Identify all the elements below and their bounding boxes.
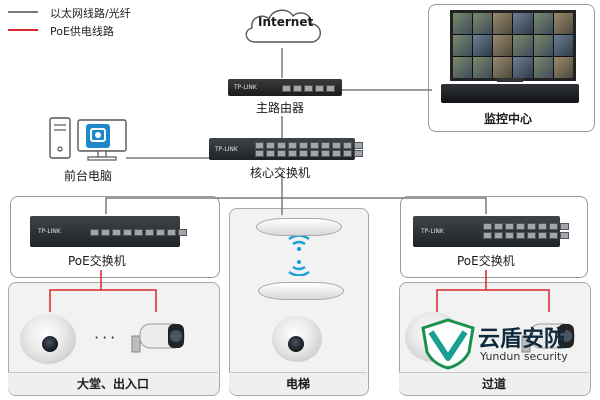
poe-switch-right-device: TP-LINK	[413, 216, 569, 247]
main-router-label: 主路由器	[256, 101, 305, 115]
wifi-signal-icon-bottom	[288, 260, 310, 276]
wifi-signal-icon-top	[288, 236, 310, 251]
legend-ethernet-label: 以太网线路/光纤	[50, 7, 131, 20]
core-switch-device: TP-LINK	[209, 138, 363, 160]
poe-switch-right-label: PoE交换机	[457, 254, 515, 268]
monitor-stand	[497, 78, 523, 82]
desktop-pc-icon	[49, 117, 127, 161]
legend-poe-label: PoE供电线路	[50, 25, 114, 38]
shield-logo-icon	[421, 318, 475, 370]
corridor-bullet-camera	[521, 323, 575, 353]
lobby-bullet-camera	[131, 323, 185, 353]
legend-lines	[8, 11, 38, 31]
poe-switch-left-device: TP-LINK	[30, 216, 187, 247]
poe-left-cam2	[101, 289, 157, 312]
lobby-dome-camera	[20, 314, 76, 364]
zone-corridor-label: 过道	[399, 372, 589, 395]
monitor-center-label: 监控中心	[484, 112, 533, 126]
watermark-subtitle: Yundun security	[480, 350, 568, 363]
wireless-bridge-top	[256, 218, 342, 236]
video-wall-monitor	[450, 10, 576, 81]
camera-ellipsis: ···	[94, 328, 119, 347]
poe-right-cam1	[436, 270, 487, 312]
line-core-right	[282, 197, 487, 214]
main-router-device: TP-LINK	[228, 79, 342, 96]
watermark-title: 云盾安防	[478, 327, 567, 352]
poe-left-cam1	[49, 270, 102, 312]
zone-lobby-label: 大堂、出入口	[8, 372, 218, 395]
poe-switch-left-label: PoE交换机	[68, 254, 126, 268]
line-core-left	[105, 172, 283, 214]
poe-right-cam2	[486, 289, 550, 312]
zone-elevator-label: 电梯	[229, 372, 367, 395]
nvr-recorder-device	[441, 84, 579, 103]
elevator-dome-camera	[272, 316, 322, 362]
wireless-bridge-bottom	[258, 282, 344, 300]
front-pc-label: 前台电脑	[64, 169, 113, 183]
internet-label: Internet	[258, 15, 314, 29]
cloud-icon	[245, 9, 321, 43]
zone-elevator	[229, 208, 369, 396]
core-switch-label: 核心交换机	[250, 166, 311, 180]
video-wall-feeds	[453, 13, 573, 78]
